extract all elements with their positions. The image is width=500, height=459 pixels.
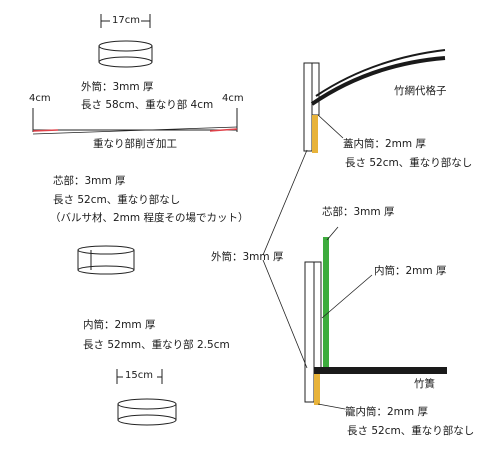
lid-inner-length-label: 長さ 52cm、重なり部なし (345, 157, 473, 169)
overlap-left-label: 4cm (29, 93, 51, 104)
inner-tube-cylinder (117, 398, 177, 426)
outer-length-text: 長さ 58cm、重なり部 4cm (81, 99, 214, 111)
bottom-width-dimension (116, 369, 163, 384)
bottom-width-label: 15cm (125, 370, 153, 381)
core-cylinder (77, 245, 135, 275)
lid-inner-thickness-label: 蓋内筒：2mm 厚 (343, 138, 426, 150)
basket-inner-thickness-label: 籠内筒：2mm 厚 (345, 406, 428, 418)
basket-section (304, 237, 447, 405)
bamboo-slat-label: 竹簀 (414, 378, 435, 390)
lid-lattice-label: 竹網代格子 (394, 85, 447, 97)
leader-lines (262, 114, 373, 410)
inner-thickness-text: 内筒：2mm 厚 (83, 319, 156, 331)
bevel-text: 重なり部削ぎ加工 (93, 138, 177, 150)
core-thickness-text: 芯部：3mm 厚 (53, 175, 126, 187)
core-note-text: （バルサ材、2mm 程度その場でカット） (50, 212, 249, 224)
bevel-strip (32, 108, 238, 135)
core-length-text: 長さ 52cm、重なり部なし (53, 194, 181, 206)
outer-tube-cylinder (98, 40, 153, 68)
top-width-dimension (100, 14, 151, 28)
inner-tube-label: 内筒：2mm 厚 (374, 265, 447, 277)
outer-thickness-text: 外筒：3mm 厚 (81, 81, 154, 93)
overlap-right-label: 4cm (222, 93, 244, 104)
basket-inner-length-label: 長さ 52cm、重なり部なし (347, 425, 475, 437)
outer-tube-label: 外筒：3mm 厚 (211, 251, 284, 263)
core-label: 芯部：3mm 厚 (322, 206, 395, 218)
inner-length-text: 長さ 52mm、重なり部 2.5cm (83, 339, 230, 351)
lid-section (303, 49, 446, 153)
top-width-label: 17cm (112, 15, 140, 26)
